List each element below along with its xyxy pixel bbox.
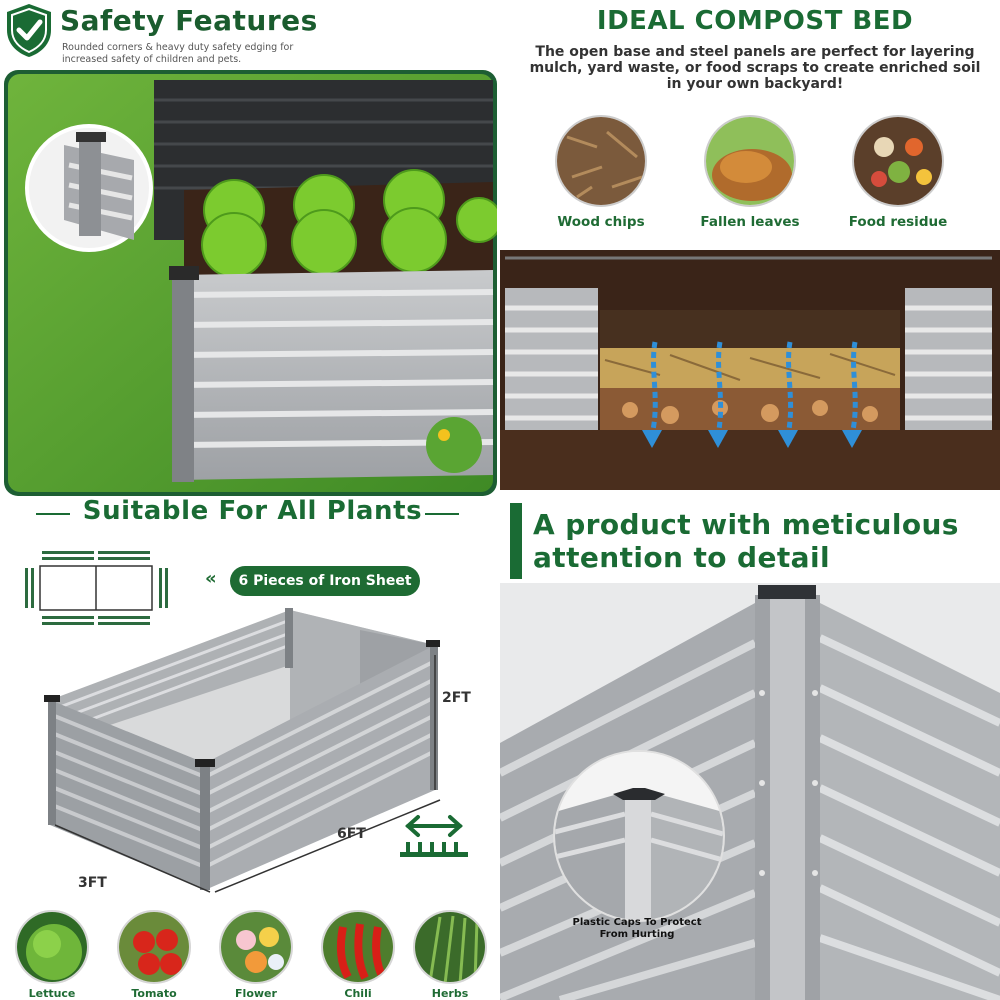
flower-image <box>219 910 293 984</box>
height-dimension: 2FT <box>442 690 471 706</box>
title-rule-left <box>36 513 70 515</box>
title-accent-bar <box>510 503 522 579</box>
compost-bed-image <box>500 250 1000 490</box>
iron-sheet-badge: 6 Pieces of Iron Sheet <box>230 566 420 596</box>
compost-description: The open base and steel panels are perfe… <box>529 44 981 92</box>
chili-image <box>321 910 395 984</box>
material-label: Fallen leaves <box>700 214 800 230</box>
detail-title-line2: attention to detail <box>533 541 830 574</box>
safety-title: Safety Features <box>60 4 318 37</box>
safety-shield-icon <box>4 2 54 58</box>
food-residue-image <box>852 115 944 207</box>
plastic-caps-caption: Plastic Caps To Protect From Hurting <box>572 917 702 940</box>
title-rule-right <box>425 513 459 515</box>
plant-label: Flower <box>235 987 277 1000</box>
length-dimension: 6FT <box>337 826 366 842</box>
wood-chips-image <box>555 115 647 207</box>
fallen-leaves-image <box>704 115 796 207</box>
plant-label: Tomato <box>131 987 177 1000</box>
plastic-cap-closeup <box>553 750 725 922</box>
pill-arrow-icon: « <box>205 568 217 589</box>
detail-title-line1: A product with meticulous <box>533 508 959 541</box>
plant-label: Chili <box>344 987 372 1000</box>
dimension-lines <box>40 640 480 900</box>
herbs-image <box>413 910 487 984</box>
plant-label: Lettuce <box>28 987 76 1000</box>
material-label: Wood chips <box>557 214 645 230</box>
material-label: Food residue <box>848 214 948 230</box>
compost-title: IDEAL COMPOST BED <box>596 6 914 36</box>
plant-label: Herbs <box>431 987 469 1000</box>
iron-sheet-diagram <box>22 548 172 626</box>
detail-title: A product with meticulous attention to d… <box>533 508 993 574</box>
tomato-image <box>117 910 191 984</box>
lettuce-image <box>15 910 89 984</box>
plants-title: Suitable For All Plants <box>82 496 423 526</box>
ground-spacing-icon <box>398 812 470 862</box>
width-dimension: 3FT <box>78 875 107 891</box>
safety-subtitle: Rounded corners & heavy duty safety edgi… <box>62 42 294 65</box>
raised-bed-image <box>40 605 442 895</box>
safety-photo <box>4 70 497 496</box>
